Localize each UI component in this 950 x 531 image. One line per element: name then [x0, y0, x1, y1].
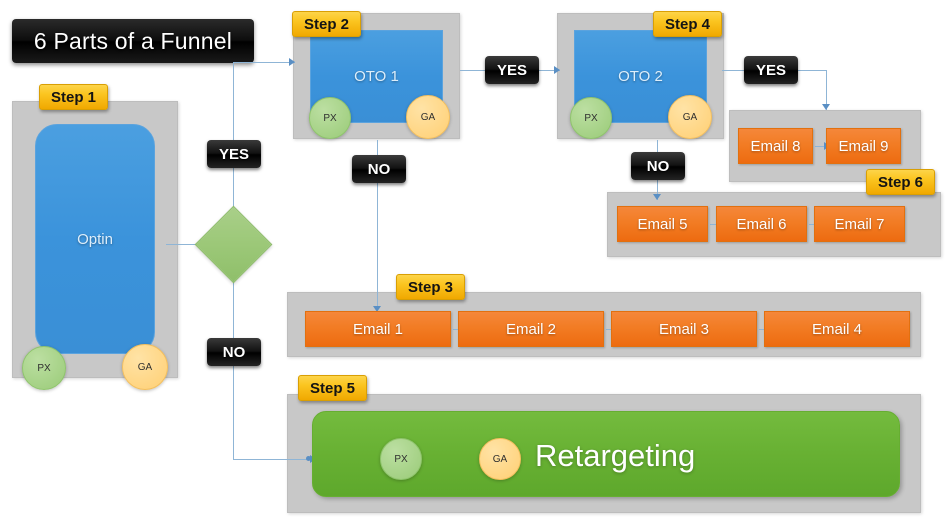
oto2-px-label: PX: [584, 112, 598, 124]
retargeting-box[interactable]: PX GA Retargeting: [312, 411, 900, 497]
step6-tag-label: Step 6: [878, 173, 924, 191]
arrowhead-oto2-yes-to-step6: [822, 104, 830, 110]
step3-tag: Step 3: [396, 274, 466, 300]
oto1-no-chip: NO: [352, 155, 406, 183]
email-box-4[interactable]: Email 4: [764, 311, 910, 347]
step4-tag-label: Step 4: [665, 15, 711, 33]
oto1-label: OTO 1: [354, 68, 399, 85]
connector-decision-no-vertical: [233, 281, 234, 459]
email-8-label: Email 8: [750, 137, 801, 155]
step3-tag-label: Step 3: [408, 278, 454, 296]
retargeting-title-label: Retargeting: [535, 438, 696, 473]
decision-no-chip: NO: [207, 338, 261, 366]
oto1-ga-badge: GA: [406, 95, 450, 139]
oto2-label: OTO 2: [618, 68, 663, 85]
email-9-label: Email 9: [838, 137, 889, 155]
email-7-label: Email 7: [834, 215, 885, 233]
step6-tag: Step 6: [866, 169, 936, 195]
email-4-label: Email 4: [811, 320, 863, 338]
oto2-ga-badge: GA: [668, 95, 712, 139]
email-1-label: Email 1: [352, 320, 404, 338]
decision-yes-label: YES: [218, 145, 249, 163]
connector-oto1-no-vertical: [377, 140, 378, 312]
arrowhead-decision-yes-to-oto1: [289, 58, 295, 66]
oto1-no-label: NO: [367, 160, 391, 178]
oto2-ga-label: GA: [682, 111, 698, 123]
retargeting-ga-badge: GA: [479, 438, 521, 480]
optin-ga-label: GA: [137, 361, 153, 373]
optin-page-box[interactable]: Optin: [35, 124, 155, 354]
connector-optin-to-decision: [166, 244, 204, 245]
retargeting-title: Retargeting: [535, 438, 695, 474]
email-3-label: Email 3: [658, 320, 710, 338]
oto2-yes-chip: YES: [744, 56, 798, 84]
arrowhead-oto1-no-to-step3: [373, 306, 381, 312]
email-box-2[interactable]: Email 2: [458, 311, 604, 347]
connector-email8-to-email9: [815, 146, 829, 147]
oto1-yes-chip: YES: [485, 56, 539, 84]
optin-px-label: PX: [37, 362, 51, 374]
oto1-ga-label: GA: [420, 111, 436, 123]
decision-diamond-shape: [194, 205, 273, 284]
step1-tag-label: Step 1: [51, 88, 97, 106]
optin-label: Optin: [77, 230, 113, 248]
connector-dot-retargeting: [306, 456, 311, 461]
decision-no-label: NO: [222, 343, 246, 361]
oto1-px-label: PX: [323, 112, 337, 124]
connector-decision-yes-vertical: [233, 62, 234, 208]
connector-decision-no-to-retargeting: [233, 459, 315, 460]
connector-decision-yes-to-oto1: [233, 62, 295, 63]
step2-tag: Step 2: [292, 11, 362, 37]
diagram-title: 6 Parts of a Funnel: [12, 19, 254, 63]
step5-tag-label: Step 5: [310, 379, 356, 397]
email-6-label: Email 6: [736, 215, 787, 233]
oto2-yes-label: YES: [755, 61, 786, 79]
oto1-yes-label: YES: [496, 61, 527, 79]
oto2-no-chip: NO: [631, 152, 685, 180]
oto2-px-badge: PX: [570, 97, 612, 139]
optin-px-badge: PX: [22, 346, 66, 390]
retargeting-px-label: PX: [394, 453, 408, 465]
email-box-8[interactable]: Email 8: [738, 128, 813, 164]
step4-tag: Step 4: [653, 11, 723, 37]
decision-yes-chip: YES: [207, 140, 261, 168]
optin-ga-badge: GA: [122, 344, 168, 390]
retargeting-ga-label: GA: [492, 453, 508, 465]
step5-tag: Step 5: [298, 375, 368, 401]
email-box-9[interactable]: Email 9: [826, 128, 901, 164]
diagram-title-label: 6 Parts of a Funnel: [33, 27, 233, 54]
email-2-label: Email 2: [505, 320, 557, 338]
email-box-1[interactable]: Email 1: [305, 311, 451, 347]
email-box-3[interactable]: Email 3: [611, 311, 757, 347]
oto1-px-badge: PX: [309, 97, 351, 139]
email-box-7[interactable]: Email 7: [814, 206, 905, 242]
decision-diamond[interactable]: [194, 205, 273, 284]
email-5-label: Email 5: [637, 215, 688, 233]
arrowhead-oto2-no-to-email5: [653, 194, 661, 200]
arrowhead-oto1-yes-to-oto2: [554, 66, 560, 74]
email-box-6[interactable]: Email 6: [716, 206, 807, 242]
step1-tag: Step 1: [39, 84, 109, 110]
retargeting-px-badge: PX: [380, 438, 422, 480]
step2-tag-label: Step 2: [304, 15, 350, 33]
oto2-no-label: NO: [646, 157, 670, 175]
connector-oto2-yes-vertical: [826, 70, 827, 110]
email-box-5[interactable]: Email 5: [617, 206, 708, 242]
